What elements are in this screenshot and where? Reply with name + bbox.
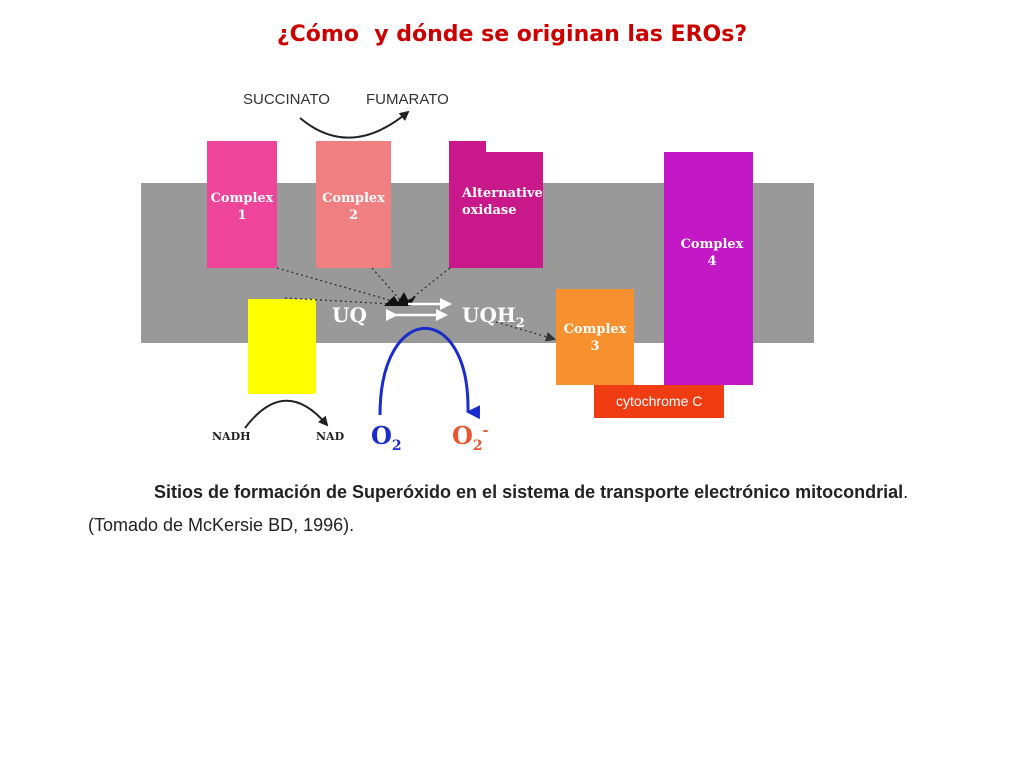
path-complex3 [495, 321, 556, 342]
electron-transport-diagram: SUCCINATO FUMARATO Complex 1 Complex 2 A… [141, 91, 814, 454]
path-complex2 [371, 267, 401, 301]
complex-1-label: Complex 1 [210, 191, 274, 223]
oxygen-arrow [378, 326, 481, 420]
nadh-arrow [244, 399, 329, 429]
nadh-dehydrogenase-box [248, 299, 316, 394]
path-complex1 [276, 267, 397, 303]
complex-2-label: Complex 2 [322, 191, 385, 223]
alt-oxidase-box [449, 141, 543, 268]
uqh2-label: UQH2 [462, 303, 525, 331]
cytochrome-box [594, 385, 724, 418]
path-alt-oxidase [411, 267, 451, 299]
succinate-arrow [299, 110, 410, 139]
convergence-burst [384, 292, 416, 306]
fumarato-label: FUMARATO [366, 91, 449, 108]
complex-3-box [556, 289, 634, 385]
complex-4-label: Complex 4 [680, 237, 744, 269]
complex-2-box [316, 141, 391, 268]
complex-4-box [664, 152, 753, 385]
nadh-label: NADH [212, 430, 251, 443]
caption-bold: Sitios de formación de Superóxido en el … [154, 482, 904, 502]
succinato-label: SUCCINATO [243, 91, 330, 108]
oxygen-label: O2 [371, 421, 402, 454]
uq-label: UQ [332, 303, 367, 327]
superoxide-label: O2- [452, 421, 489, 454]
complex-1-box [207, 141, 277, 268]
complex-3-label: Complex 3 [563, 322, 627, 354]
figure-caption: Sitios de formación de Superóxido en el … [88, 476, 918, 542]
alt-oxidase-label: Alternative oxidase [462, 186, 543, 218]
page-title: ¿Cómo y dónde se originan las EROs? [276, 22, 748, 47]
caption-citation: . (Tomado de McKersie BD, 1996). [88, 482, 909, 535]
cytochrome-label: cytochrome C [616, 393, 703, 409]
nad-label: NAD [316, 430, 345, 443]
diagram-graphics [141, 110, 814, 429]
